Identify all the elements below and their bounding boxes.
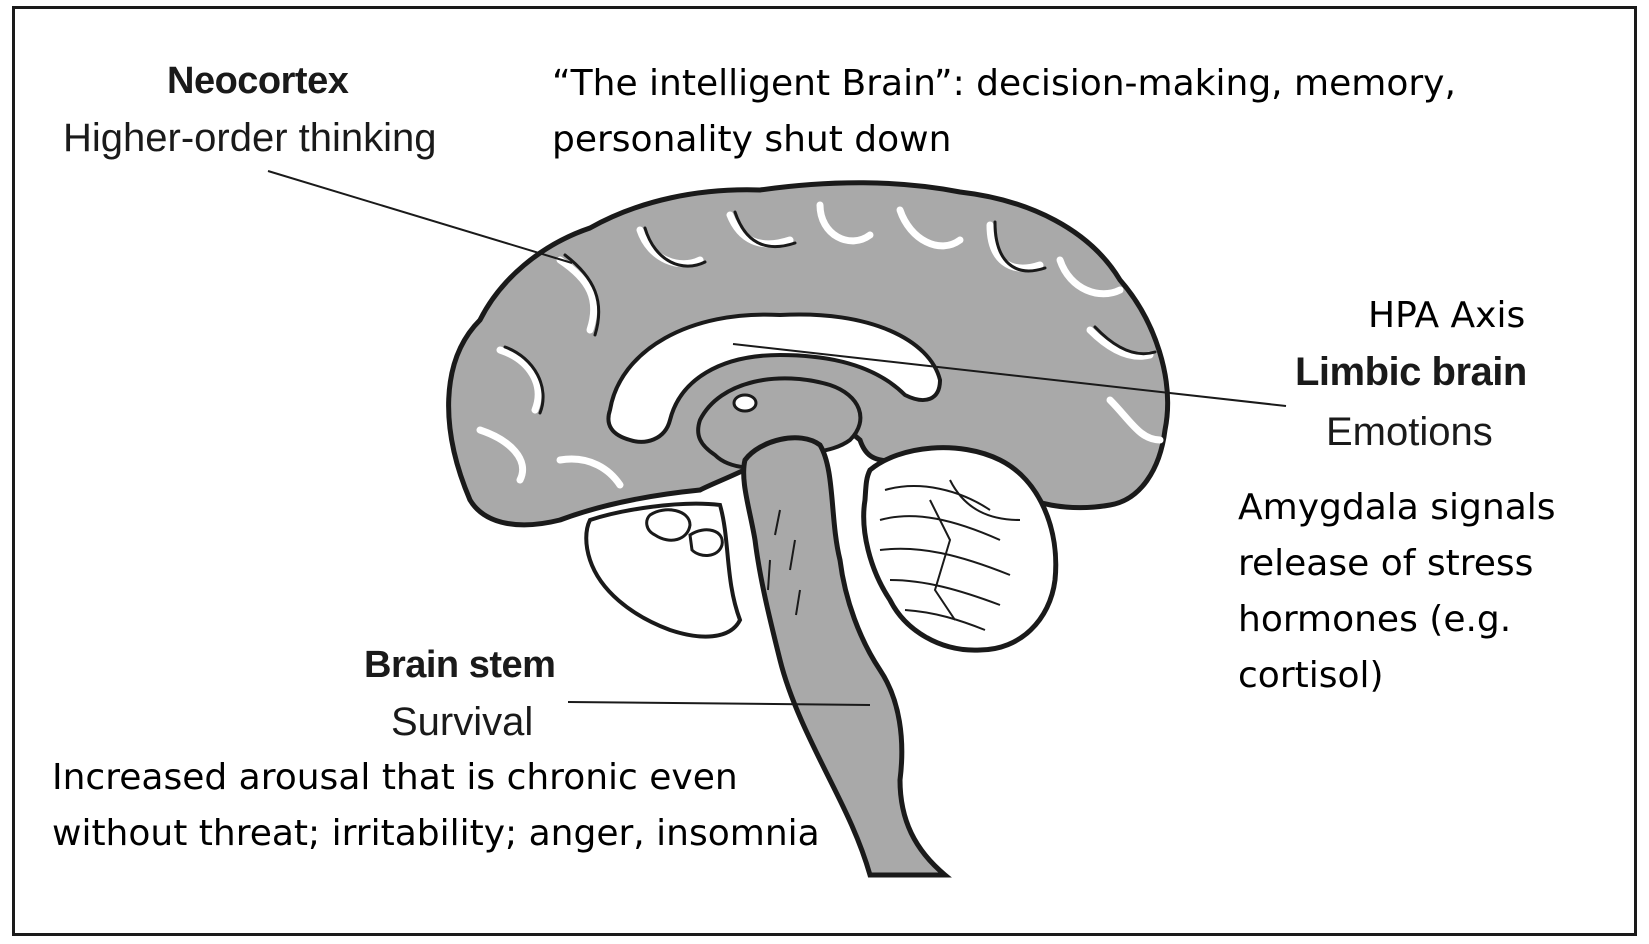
small-nucleus bbox=[734, 395, 756, 411]
neocortex-title: Neocortex bbox=[167, 60, 348, 103]
note-line: hormones (e.g. bbox=[1238, 592, 1556, 648]
neocortex-leader bbox=[268, 171, 572, 263]
note-line: Increased arousal that is chronic even bbox=[52, 750, 820, 806]
arousal-note: Increased arousal that is chronic even w… bbox=[52, 750, 820, 862]
note-line: release of stress bbox=[1238, 536, 1556, 592]
neocortex-subtitle: Higher-order thinking bbox=[63, 116, 437, 161]
pituitary bbox=[647, 510, 690, 540]
note-line: without threat; irritability; anger, ins… bbox=[52, 806, 820, 862]
limbic-subtitle: Emotions bbox=[1326, 410, 1493, 455]
brain-stem-title: Brain stem bbox=[364, 644, 555, 687]
note-line: “The intelligent Brain”: decision-making… bbox=[552, 56, 1456, 112]
brain-stem-subtitle: Survival bbox=[391, 700, 533, 745]
limbic-title: Limbic brain bbox=[1295, 350, 1527, 395]
hpa-axis-label: HPA Axis bbox=[1368, 288, 1525, 344]
intelligent-brain-note: “The intelligent Brain”: decision-making… bbox=[552, 56, 1456, 168]
note-line: Amygdala signals bbox=[1238, 480, 1556, 536]
note-line: cortisol) bbox=[1238, 648, 1556, 704]
amygdala-note: Amygdala signals release of stress hormo… bbox=[1238, 480, 1556, 704]
note-line: personality shut down bbox=[552, 112, 1456, 168]
